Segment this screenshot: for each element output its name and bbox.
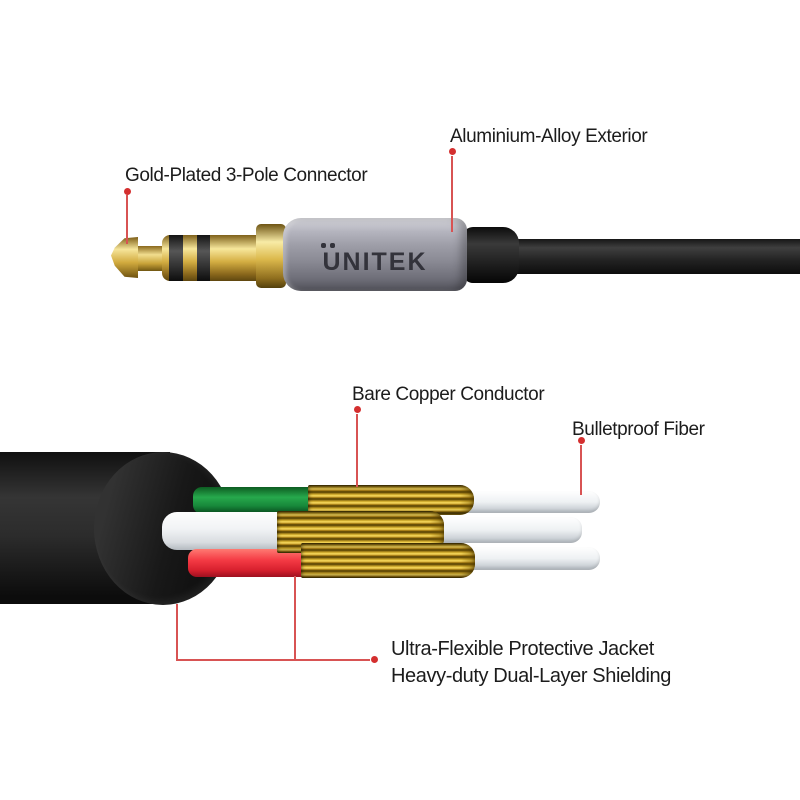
jack-neck [134,246,166,271]
leader-line-connector [126,195,128,244]
jack-tip [111,237,138,278]
leader-line-copper [356,414,358,487]
aluminium-barrel [283,218,467,291]
leader-dot-fiber [578,437,585,444]
wire-green [193,487,315,514]
jack-insulator-ring [169,235,183,281]
leader-line-jacket [176,604,178,661]
jack-gold-collar [256,224,286,288]
unitek-logo: UNITEK [322,248,428,276]
label-protective-jacket: Ultra-Flexible Protective Jacket [391,638,654,660]
label-aluminium-exterior: Aluminium-Alloy Exterior [450,126,648,147]
strain-relief [463,227,519,283]
label-gold-plated-connector: Gold-Plated 3-Pole Connector [125,165,368,186]
leader-line-shielding [294,576,296,661]
label-jacket-shielding: Ultra-Flexible Protective Jacket Heavy-d… [391,636,671,690]
leader-line-fiber [580,445,582,495]
jack-insulator-ring [197,235,210,281]
label-dual-layer-shielding: Heavy-duty Dual-Layer Shielding [391,665,671,687]
wire-white [162,512,284,550]
logo-umlaut-dot [330,243,335,248]
leader-dot-jacket [371,656,378,663]
wire-red [188,549,308,577]
fiber-strand [461,491,600,513]
copper-conductor [308,485,474,515]
copper-conductor [301,543,475,578]
leader-dot-exterior [449,148,456,155]
label-bulletproof-fiber: Bulletproof Fiber [572,419,705,440]
leader-dot-copper [354,406,361,413]
logo-umlaut-dot [321,243,326,248]
cable [505,239,800,274]
label-bare-copper: Bare Copper Conductor [352,384,545,405]
fiber-strand [436,517,582,543]
leader-dot-connector [124,188,131,195]
leader-line-bottom [176,659,370,661]
leader-line-exterior [451,156,453,232]
fiber-strand [460,547,600,570]
